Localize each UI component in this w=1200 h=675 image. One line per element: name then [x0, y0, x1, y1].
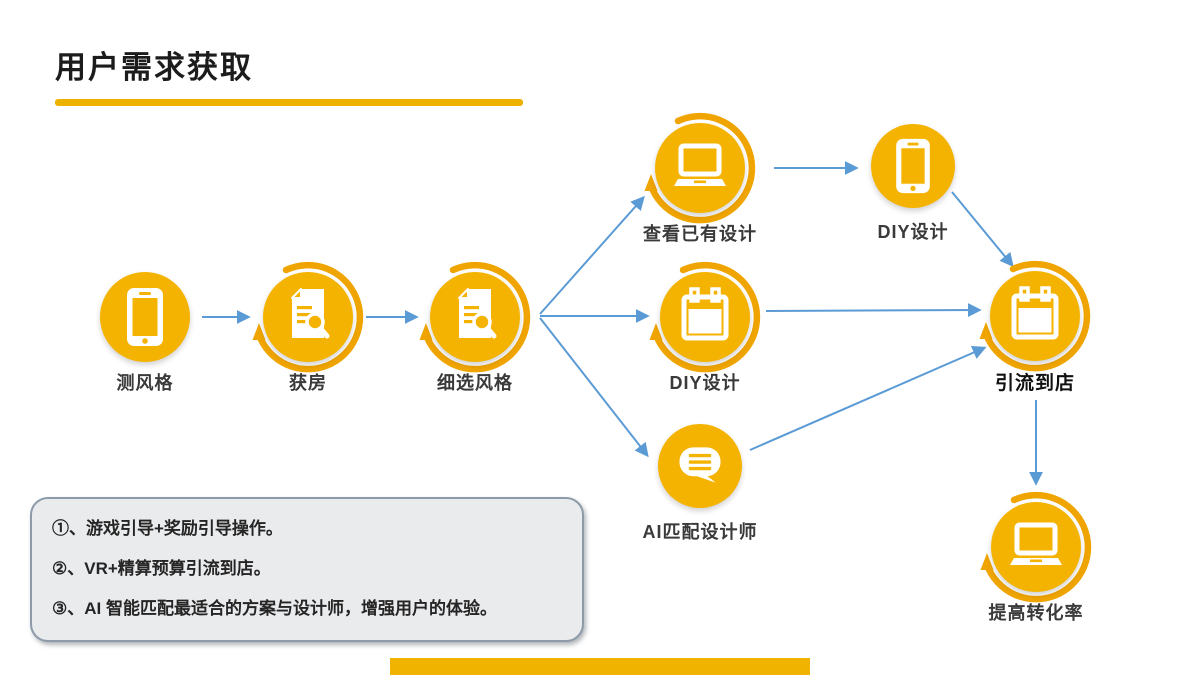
- node-label: 获房: [289, 373, 327, 393]
- cycle-arc-icon: [419, 261, 531, 373]
- page-title: 用户需求获取: [55, 50, 253, 85]
- node-circle: [990, 271, 1080, 361]
- node-circle: [100, 272, 190, 362]
- cycle-arc-icon: [644, 112, 756, 224]
- document-search-icon: [291, 288, 330, 339]
- node-label: 细选风格: [437, 373, 513, 393]
- flow-node-diy-calendar: DIY设计: [649, 261, 761, 393]
- flow-node-to-store: 引流到店: [979, 260, 1091, 394]
- cycle-arc-icon: [252, 261, 364, 373]
- phone-icon: [127, 288, 163, 346]
- chat-bubble-icon: [679, 447, 721, 483]
- flow-node-get-house: 获房: [252, 261, 364, 393]
- notes-box: ①、游戏引导+奖励引导操作。 ②、VR+精算预算引流到店。 ③、AI 智能匹配最…: [30, 497, 584, 642]
- cycle-arc-icon: [979, 260, 1091, 372]
- document-search-icon: [458, 288, 497, 339]
- laptop-icon: [1010, 522, 1062, 565]
- note-item: ①、游戏引导+奖励引导操作。: [52, 519, 283, 538]
- flow-node-view-designs: 查看已有设计: [643, 112, 756, 244]
- node-circle: [991, 502, 1081, 592]
- node-label: 测风格: [116, 373, 174, 393]
- title-underline: [55, 99, 523, 106]
- cycle-arc-icon: [649, 261, 761, 373]
- node-circle: [655, 123, 745, 213]
- node-circle: [430, 272, 520, 362]
- node-label: 引流到店: [994, 373, 1075, 394]
- flow-node-test-style: 测风格: [100, 272, 190, 393]
- flow-node-ai-match: AI匹配设计师: [643, 424, 757, 542]
- node-circle: [660, 272, 750, 362]
- calendar-icon: [1011, 286, 1059, 340]
- node-label: DIY设计: [877, 222, 949, 242]
- note-item: ③、AI 智能匹配最适合的方案与设计师，增强用户的体验。: [52, 599, 497, 618]
- node-label: 提高转化率: [988, 603, 1084, 623]
- laptop-icon: [674, 143, 726, 186]
- phone-icon: [896, 138, 930, 194]
- flow-node-refine-style: 细选风格: [419, 261, 531, 393]
- flow-node-conversion: 提高转化率: [980, 491, 1092, 623]
- note-item: ②、VR+精算预算引流到店。: [52, 559, 271, 578]
- node-label: AI匹配设计师: [642, 522, 758, 542]
- node-circle: [263, 272, 353, 362]
- flow-node-diy-phone: DIY设计: [871, 124, 955, 242]
- node-circle: [871, 124, 955, 208]
- cycle-arc-icon: [980, 491, 1092, 603]
- node-circle: [658, 424, 742, 508]
- node-label: DIY设计: [669, 373, 741, 393]
- bottom-accent-bar: [390, 658, 810, 675]
- calendar-icon: [681, 287, 729, 341]
- node-label: 查看已有设计: [643, 224, 757, 244]
